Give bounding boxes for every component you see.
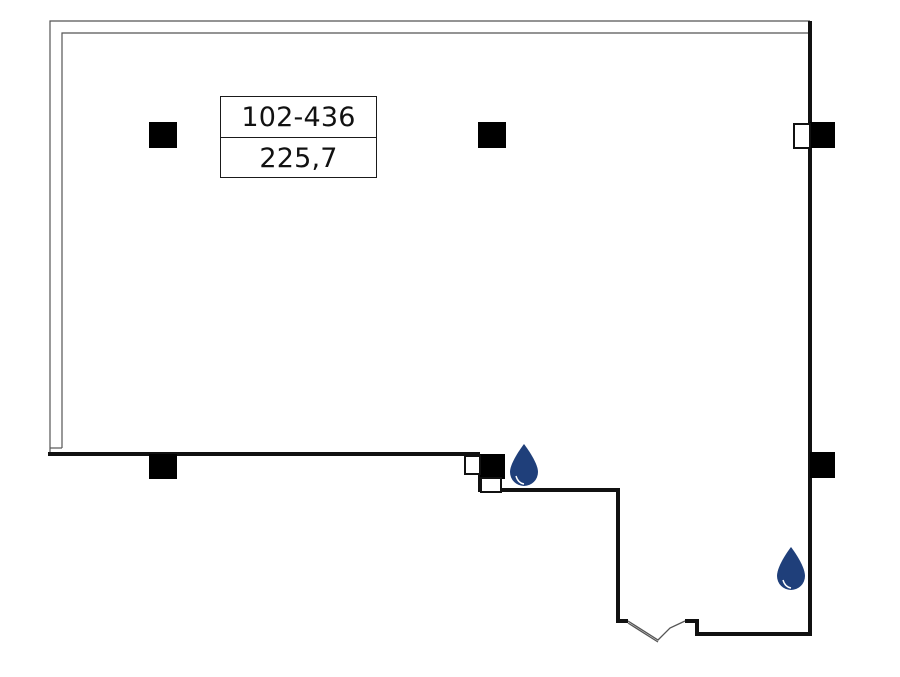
column-icon — [480, 454, 505, 479]
column-icon — [149, 122, 177, 148]
column-icon — [810, 452, 835, 478]
unit-label-box: 102-436 225,7 — [220, 96, 377, 178]
column-icon — [149, 454, 177, 479]
wall-niches — [464, 123, 811, 493]
walls — [48, 21, 812, 636]
column-icon — [810, 122, 835, 148]
door-icon — [627, 620, 686, 643]
columns — [149, 122, 835, 479]
unit-id: 102-436 — [221, 97, 376, 138]
unit-area: 225,7 — [259, 142, 338, 174]
water-drop-icon — [777, 547, 805, 590]
column-icon — [478, 122, 506, 148]
water-drop-icon — [510, 444, 538, 486]
window-frame — [49, 20, 810, 454]
